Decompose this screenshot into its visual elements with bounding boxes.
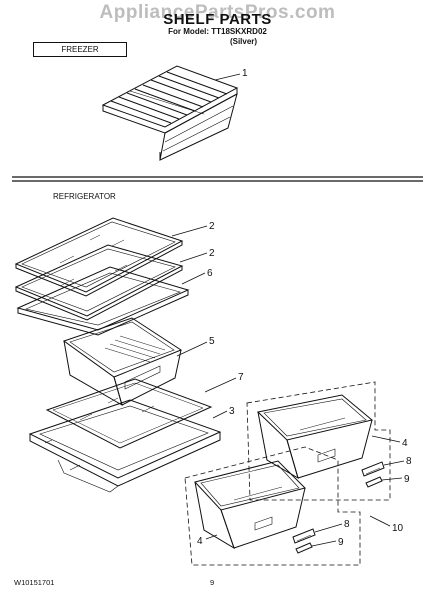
shelf-frame (16, 266, 190, 336)
callout-3: 3 (229, 406, 235, 417)
callout-5: 5 (209, 336, 215, 347)
model-line: For Model: TT18SKXRD02 (168, 27, 267, 36)
document-id: W10151701 (14, 578, 55, 587)
page-title: SHELF PARTS (163, 11, 272, 28)
crisper-drawer (62, 317, 183, 407)
crisper-pan-upper (256, 394, 374, 480)
dashed-group-outline (184, 446, 361, 566)
glass-shelf-upper (14, 217, 184, 297)
refrigerator-section-label: REFRIGERATOR (53, 192, 116, 201)
callout-8-lower: 8 (344, 519, 350, 530)
crisper-cover-frame (28, 399, 222, 493)
callout-1: 1 (242, 68, 248, 79)
callout-2-lower: 2 (209, 248, 215, 259)
callout-9-upper: 9 (404, 474, 410, 485)
slide-part-lower (292, 528, 316, 554)
callout-4-upper: 4 (402, 438, 408, 449)
glass-shelf-lower (14, 244, 184, 321)
freezer-wire-shelf (101, 65, 239, 161)
callout-6: 6 (207, 268, 213, 279)
callout-2-upper: 2 (209, 221, 215, 232)
callout-10: 10 (392, 523, 404, 534)
watermark: AppliancePartsPros.com (99, 2, 336, 23)
callout-7: 7 (238, 372, 244, 383)
callout-4-lower: 4 (197, 536, 203, 547)
callout-9-lower: 9 (338, 537, 344, 548)
crisper-glass-cover (45, 378, 213, 449)
callout-8-upper: 8 (406, 456, 412, 467)
slide-part-upper (361, 461, 385, 488)
crisper-pan-lower (194, 460, 306, 550)
leader-lines (171, 73, 405, 547)
page-number: 9 (210, 578, 215, 587)
dashed-group-outline (246, 381, 391, 501)
color-line: (Silver) (229, 37, 258, 46)
freezer-section-label: FREEZER (33, 42, 127, 57)
